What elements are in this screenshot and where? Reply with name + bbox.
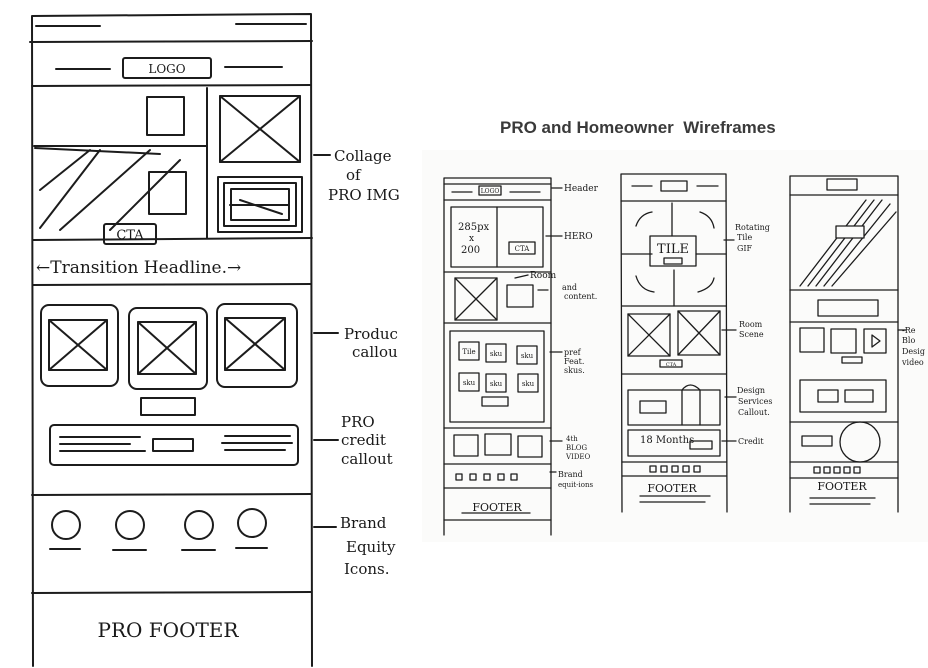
note-product-2: callou: [352, 343, 398, 361]
w1-note-blog-3: VIDEO: [565, 453, 591, 461]
note-credit-1: PRO: [341, 413, 375, 431]
page-title: PRO and Homeowner Wireframes: [500, 118, 776, 137]
w1-note-feat-2: Feat.: [564, 357, 584, 366]
w1-hero-dim-2: x: [469, 234, 474, 244]
w1-note-content-2: content.: [564, 292, 597, 301]
w1-note-feat-3: skus.: [564, 366, 585, 375]
w1-note-brand-2: equit-ions: [558, 481, 594, 489]
note-collage-2: of: [346, 166, 362, 184]
w1-logo: LOGO: [481, 188, 500, 195]
w1-hero-dim-1: 285px: [458, 222, 489, 233]
wireframe-3: [789, 175, 907, 513]
w2-credit-text: 18 Months: [640, 435, 694, 446]
w2-note-rotating-3: GIF: [737, 244, 753, 253]
w2-note-room-1: Room: [739, 320, 763, 329]
w1-sku-6: sku: [522, 380, 535, 388]
pro-footer-label: PRO FOOTER: [98, 618, 240, 642]
note-credit-2: credit: [341, 431, 386, 449]
w2-note-design-3: Callout.: [738, 408, 770, 417]
w1-note-blog-2: BLOG: [566, 444, 588, 452]
transition-headline: ←Transition Headline.→: [36, 258, 241, 278]
cta-label: CTA: [116, 228, 144, 243]
w3-note-2: Blo: [902, 336, 915, 345]
w2-note-rotating-2: Tile: [737, 233, 752, 242]
note-collage-3: PRO IMG: [328, 186, 400, 204]
note-brand-1: Brand: [340, 514, 387, 532]
w1-sku-5: sku: [490, 380, 503, 388]
w2-tile: TILE: [657, 242, 689, 257]
wireframe-2: [620, 173, 737, 513]
pro-page-sketch: [29, 13, 339, 667]
logo-label: LOGO: [148, 62, 185, 76]
note-brand-2: Equity: [346, 538, 396, 556]
w1-note-room: Room: [530, 271, 557, 281]
note-product-1: Produc: [344, 325, 398, 343]
w2-cta: CTA: [666, 362, 677, 368]
wireframe-3-text: FOOTER -Re Blo Desig video: [817, 326, 925, 493]
w1-sku-2: sku: [490, 350, 503, 358]
w1-sku-1: Tile: [462, 348, 475, 356]
w3-note-1: -Re: [902, 326, 916, 335]
w2-note-rotating-1: Rotating: [735, 223, 770, 232]
note-collage-1: Collage: [334, 147, 392, 165]
note-credit-3: callout: [341, 450, 393, 468]
wireframe-1: [443, 177, 563, 536]
w2-note-room-2: Scene: [739, 330, 764, 339]
w3-note-4: video: [901, 358, 924, 367]
w1-note-feat-1: pref: [564, 348, 582, 357]
w3-note-3: Desig: [902, 347, 925, 356]
w2-note-design-2: Services: [738, 397, 772, 406]
w1-footer: FOOTER: [472, 501, 522, 514]
w2-note-credit: Credit: [738, 437, 764, 446]
w1-note-content-1: and: [562, 283, 577, 292]
note-brand-3: Icons.: [344, 560, 389, 578]
pro-page-sketch-text: LOGO CTA ←Transition Headline.→ PRO FOOT…: [36, 62, 400, 642]
w1-sku-4: sku: [463, 379, 476, 387]
w1-note-header: Header: [564, 184, 599, 194]
w1-cta: CTA: [515, 245, 531, 253]
w1-note-brand-1: Brand: [558, 470, 583, 479]
w1-note-blog-1: 4th: [566, 435, 578, 443]
w2-note-design-1: Design: [737, 386, 765, 395]
w3-footer: FOOTER: [817, 480, 867, 493]
w2-footer: FOOTER: [647, 482, 697, 495]
w1-sku-3: sku: [521, 352, 534, 360]
wireframe-2-text: TILE CTA 18 Months FOOTER Rotating Tile …: [640, 223, 772, 495]
w1-hero-dim-3: 200: [461, 245, 480, 256]
wireframe-1-text: LOGO 285px x 200 CTA Tile sku sku sku sk…: [458, 184, 599, 514]
w1-note-hero: HERO: [564, 232, 593, 242]
